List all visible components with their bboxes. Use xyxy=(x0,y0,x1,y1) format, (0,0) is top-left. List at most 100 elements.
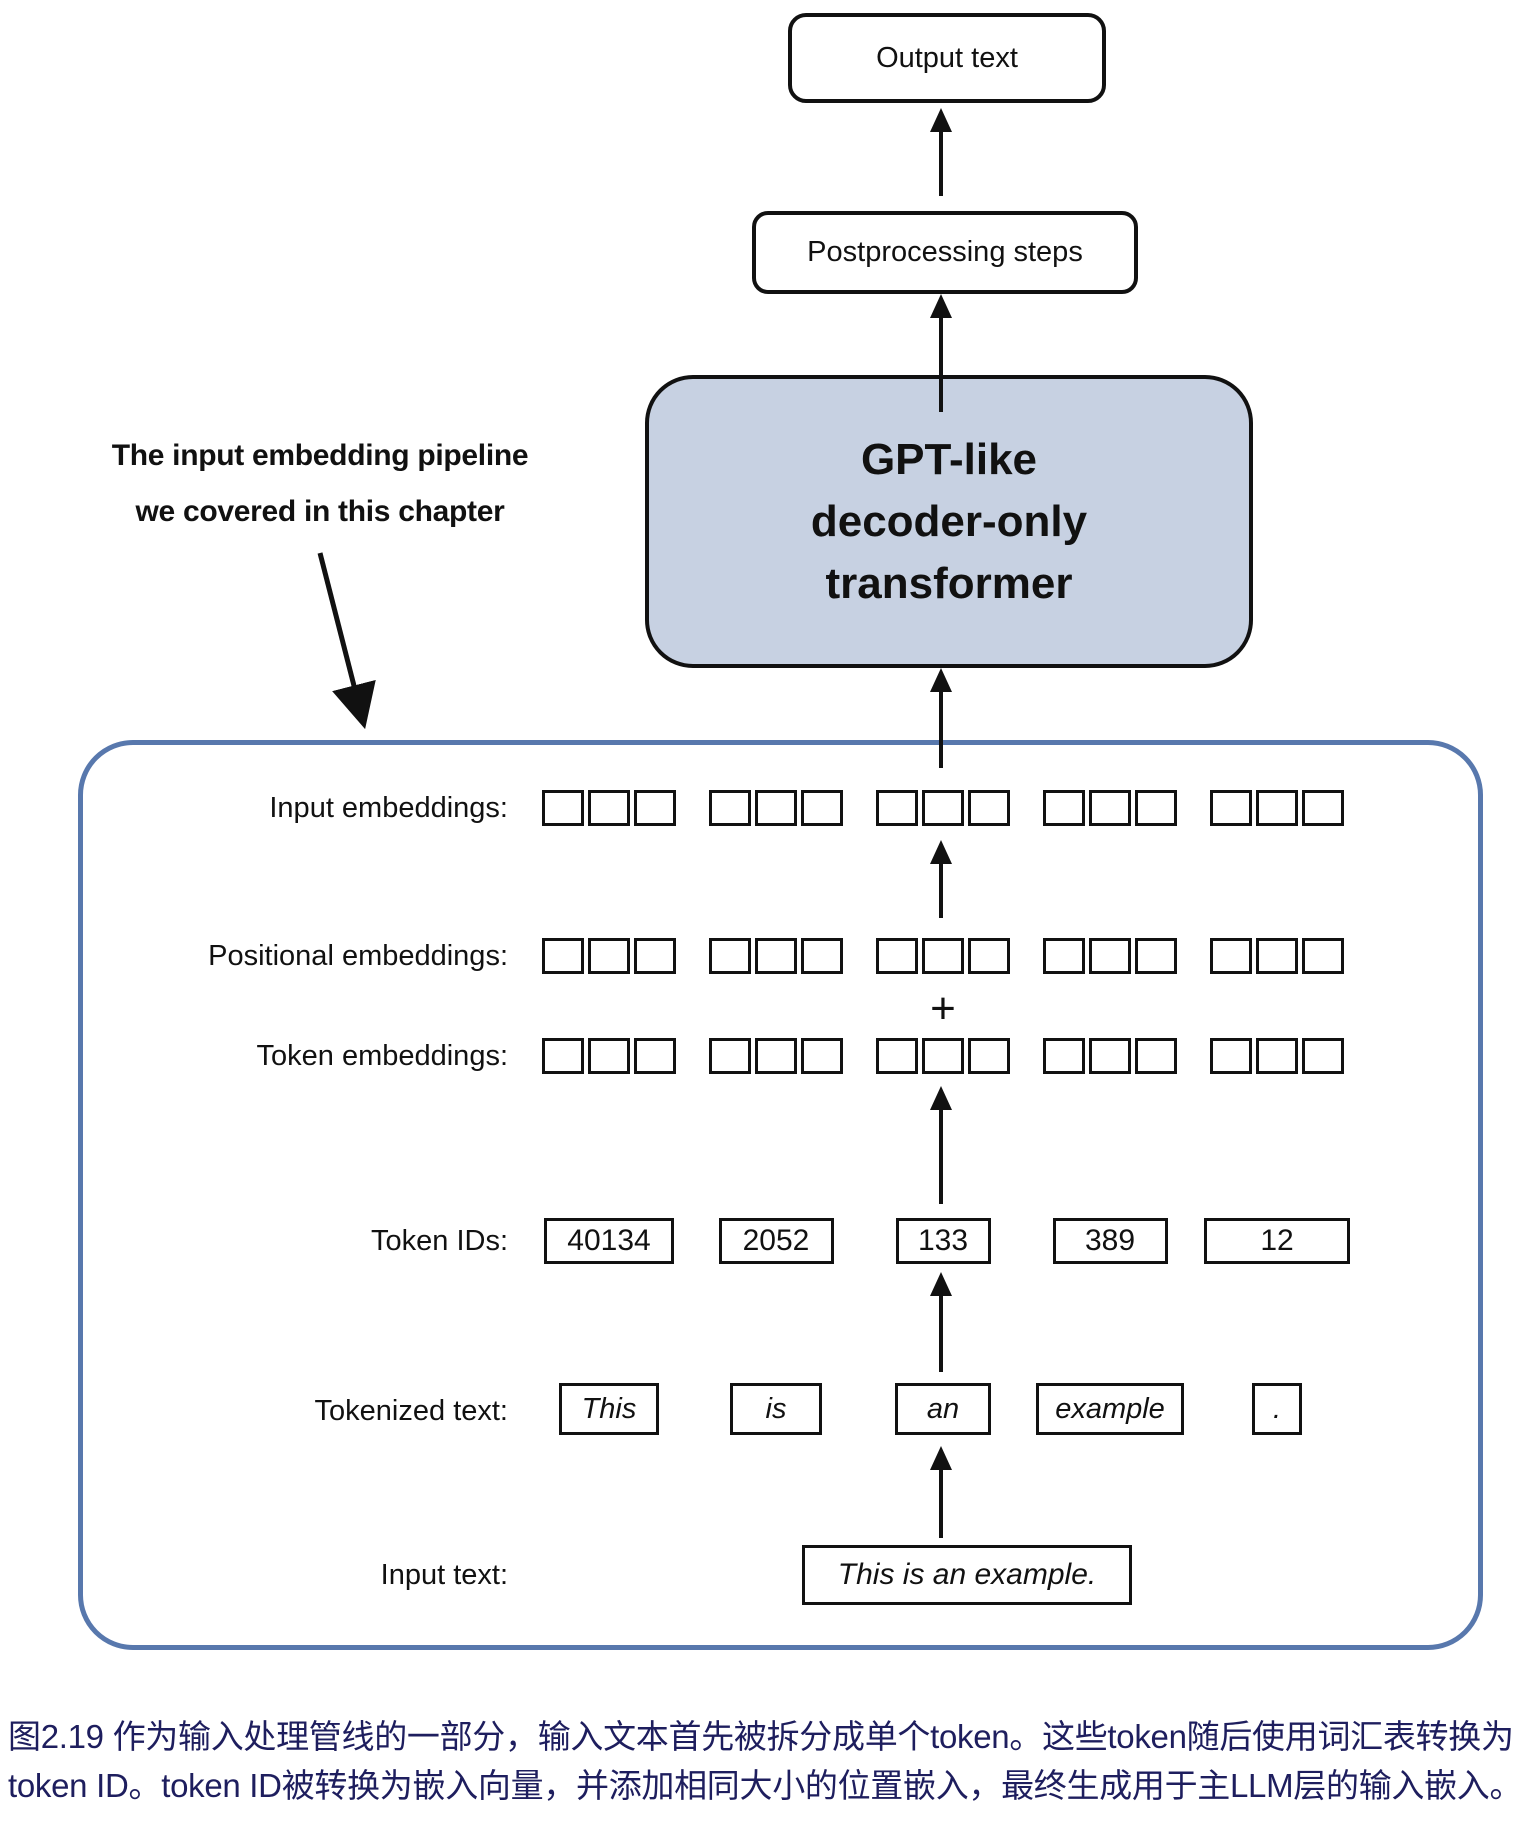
embedding-cell xyxy=(1043,1038,1085,1074)
caption-line-1: 图2.19 作为输入处理管线的一部分，输入文本首先被拆分成单个token。这些t… xyxy=(8,1718,1514,1755)
arrow-stem xyxy=(939,130,943,196)
embedding-group xyxy=(542,790,676,826)
annotation-text: The input embedding pipeline we covered … xyxy=(95,428,545,540)
embedding-cell xyxy=(876,1038,918,1074)
plus-sign: + xyxy=(930,984,956,1033)
embedding-cell xyxy=(876,790,918,826)
embedding-group xyxy=(876,1038,1010,1074)
up-arrow-icon xyxy=(930,840,952,864)
caption-line-2: token ID。token ID被转换为嵌入向量，并添加相同大小的位置嵌入，最… xyxy=(8,1767,1514,1804)
gpt-line-2: decoder-only xyxy=(810,496,1088,546)
output-text-label: Output text xyxy=(876,41,1018,74)
embedding-cell xyxy=(968,1038,1010,1074)
embedding-cell xyxy=(801,938,843,974)
embedding-group xyxy=(1043,938,1177,974)
embedding-cell xyxy=(1135,1038,1177,1074)
token-id-box: 2052 xyxy=(718,1218,834,1264)
embedding-cell xyxy=(1089,938,1131,974)
token-ids-label: Token IDs: xyxy=(371,1225,508,1257)
up-arrow-icon xyxy=(930,1272,952,1296)
gpt-line-3: transformer xyxy=(825,558,1073,608)
embedding-cell xyxy=(755,790,797,826)
token-box: is xyxy=(730,1383,822,1435)
up-arrow-icon xyxy=(930,668,952,692)
embedding-cell xyxy=(1256,1038,1298,1074)
arrow-stem xyxy=(939,862,943,918)
embedding-group xyxy=(1043,790,1177,826)
embedding-cell xyxy=(634,790,676,826)
embedding-cell xyxy=(588,790,630,826)
embedding-cell xyxy=(1302,790,1344,826)
embedding-cell xyxy=(542,938,584,974)
embedding-group xyxy=(709,790,843,826)
input-text-box: This is an example. xyxy=(802,1545,1132,1605)
embedding-cell xyxy=(801,790,843,826)
embedding-cell xyxy=(1135,938,1177,974)
tokenized-text-label: Tokenized text: xyxy=(314,1395,508,1427)
embedding-cell xyxy=(1089,1038,1131,1074)
embedding-cell xyxy=(968,938,1010,974)
embedding-group xyxy=(1210,1038,1344,1074)
arrow-stem xyxy=(939,316,943,412)
embedding-cell xyxy=(542,1038,584,1074)
embedding-cell xyxy=(1302,1038,1344,1074)
input-text-value: This is an example. xyxy=(837,1558,1097,1591)
token-id-box: 389 xyxy=(1052,1218,1168,1264)
embedding-group xyxy=(1210,790,1344,826)
embedding-cell xyxy=(709,1038,751,1074)
arrow-stem xyxy=(939,690,943,768)
embedding-cell xyxy=(1043,790,1085,826)
up-arrow-icon xyxy=(930,108,952,132)
embedding-group xyxy=(542,1038,676,1074)
up-arrow-icon xyxy=(930,1086,952,1110)
annotation-line-2: we covered in this chapter xyxy=(135,495,505,528)
token-embeddings-label: Token embeddings: xyxy=(256,1040,509,1072)
embedding-cell xyxy=(755,1038,797,1074)
embedding-cell xyxy=(1043,938,1085,974)
input-text-label: Input text: xyxy=(380,1559,508,1591)
figure-caption: 图2.19 作为输入处理管线的一部分，输入文本首先被拆分成单个token。这些t… xyxy=(8,1712,1514,1810)
embedding-group xyxy=(1043,1038,1177,1074)
embedding-cell xyxy=(1089,790,1131,826)
token-box: an xyxy=(895,1383,991,1435)
embedding-cell xyxy=(801,1038,843,1074)
embedding-group xyxy=(709,1038,843,1074)
token-id-box: 133 xyxy=(895,1218,991,1264)
up-arrow-icon xyxy=(930,1446,952,1470)
embedding-group xyxy=(876,790,1010,826)
token-box: example xyxy=(1036,1383,1184,1435)
up-arrow-icon xyxy=(930,294,952,318)
postprocessing-box: Postprocessing steps xyxy=(752,211,1138,294)
embedding-cell xyxy=(755,938,797,974)
embedding-group xyxy=(542,938,676,974)
embedding-cell xyxy=(1135,790,1177,826)
arrow-stem xyxy=(939,1468,943,1538)
embedding-cell xyxy=(588,938,630,974)
embedding-cell xyxy=(876,938,918,974)
embedding-group xyxy=(709,938,843,974)
gpt-line-1: GPT-like xyxy=(860,434,1038,484)
output-text-box: Output text xyxy=(788,13,1106,103)
embedding-cell xyxy=(709,938,751,974)
embedding-cell xyxy=(634,938,676,974)
embedding-cell xyxy=(1256,938,1298,974)
embedding-cell xyxy=(1256,790,1298,826)
embedding-cell xyxy=(968,790,1010,826)
embedding-group xyxy=(1210,938,1344,974)
embedding-cell xyxy=(542,790,584,826)
annotation-arrow-icon xyxy=(317,552,376,730)
token-id-box: 12 xyxy=(1204,1218,1350,1264)
embedding-cell xyxy=(588,1038,630,1074)
embedding-cell xyxy=(922,938,964,974)
annotation-line-1: The input embedding pipeline xyxy=(111,439,529,472)
embedding-cell xyxy=(709,790,751,826)
positional-embeddings-label: Positional embeddings: xyxy=(208,940,508,972)
pipeline-container xyxy=(78,740,1483,1650)
embedding-cell xyxy=(1210,790,1252,826)
gpt-transformer-box: GPT-like decoder-only transformer xyxy=(645,375,1253,668)
embedding-cell xyxy=(1210,938,1252,974)
token-box: This xyxy=(559,1383,659,1435)
input-embeddings-label: Input embeddings: xyxy=(269,792,508,824)
embedding-group xyxy=(876,938,1010,974)
